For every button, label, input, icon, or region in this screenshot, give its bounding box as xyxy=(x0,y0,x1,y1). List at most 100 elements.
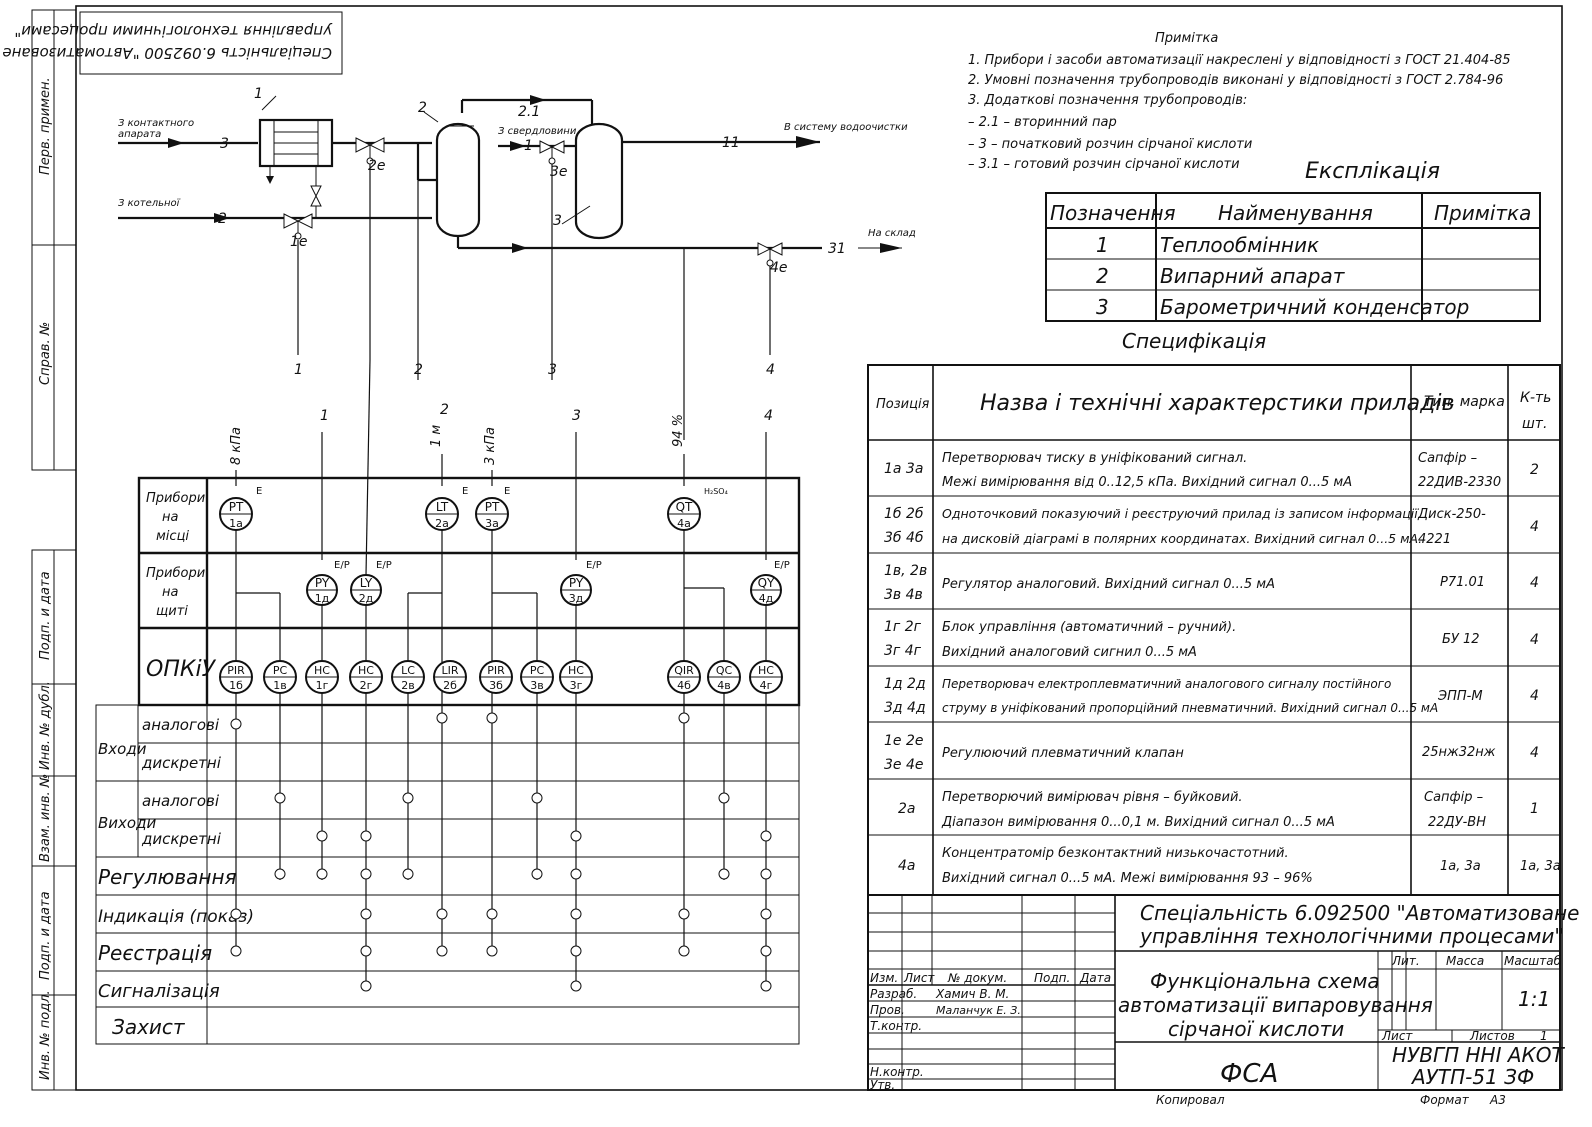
row-label-panel: на xyxy=(162,585,178,600)
dst-water: В систему водоочистки xyxy=(784,122,908,133)
function-table: Входи Виходи аналогові дискретні аналого… xyxy=(95,704,800,1045)
instrument-mark: E/P xyxy=(586,560,602,571)
instrument-tag: QC xyxy=(716,664,733,677)
notes-line-3: 3. Додаткові позначення трубопроводів: xyxy=(968,93,1247,108)
spec-type: 25нж32нж xyxy=(1422,745,1496,760)
side-stamp-sprav: Справ. № xyxy=(38,322,53,385)
specification-title: Специфікація xyxy=(1122,329,1266,353)
spec-pos: 1б 2б xyxy=(884,506,924,522)
instrument-pos: 3д xyxy=(569,592,584,605)
instrument-mark: E/P xyxy=(774,560,790,571)
instrument-pos: 3а xyxy=(485,517,499,530)
instrument-mark: E/P xyxy=(376,560,392,571)
explication-row-name: Випарний апарат xyxy=(1160,264,1346,288)
instrument-bubble-qt-4a: QT 4а H₂SO₄ xyxy=(667,487,728,531)
instrument-tag: LY xyxy=(360,576,373,590)
instrument-bubble-py-1d: PY 1д E/P xyxy=(306,560,350,606)
loop-number-bottom: 4 xyxy=(764,408,773,424)
instrument-mark: E xyxy=(462,486,468,497)
spec-desc: Регулюючий плевматичний клапан xyxy=(942,746,1184,761)
instrument-pos: 2б xyxy=(443,679,457,692)
src-contact-2: апарата xyxy=(118,129,161,140)
instrument-tag: HC xyxy=(758,664,774,677)
instrument-tag: HC xyxy=(314,664,330,677)
loop-number-top: 4 xyxy=(766,362,775,378)
valve-label-2e: 2е xyxy=(368,158,386,174)
tb-sheets: 1 xyxy=(1540,1029,1548,1043)
valve-label-1e: 1е xyxy=(290,234,308,250)
tb-label-lit: Лит. xyxy=(1391,954,1420,968)
src-boiler: З котельної xyxy=(118,198,181,209)
tb-label-izm: Изм. xyxy=(870,971,898,985)
instrument-tag: QT xyxy=(676,500,693,514)
src-contact-1: З контактного xyxy=(118,118,194,129)
tb-label-massa: Масса xyxy=(1446,954,1484,968)
line-label-21: 2.1 xyxy=(518,104,540,120)
instrument-pos: 4б xyxy=(677,679,691,692)
spec-type: Р71.01 xyxy=(1440,575,1485,590)
instrument-tag: PY xyxy=(315,576,330,590)
spec-qty: 1а, 3а xyxy=(1520,859,1561,874)
valve-label-4e: 4е xyxy=(770,260,788,276)
control-valve-1e xyxy=(283,213,313,240)
notes-line-5: – 3 – початковий розчин сірчаної кислоти xyxy=(968,137,1252,152)
instrument-bubble-hc-1g: HC 1г xyxy=(305,660,339,694)
spec-pos: 1д 2д xyxy=(884,676,926,692)
spec-pos: 4а xyxy=(898,858,916,874)
instrument-tag: PY xyxy=(569,576,584,590)
explication-header-name: Найменування xyxy=(1218,201,1373,225)
instrument-bubble-pt-1a: PT 1а E xyxy=(219,486,262,531)
explication-row-id: 2 xyxy=(1096,264,1109,288)
value-level: 1 м xyxy=(429,425,444,447)
instrument-tag: PIR xyxy=(227,664,245,677)
line-label-11: 11 xyxy=(722,135,740,151)
instrument-tag: LC xyxy=(401,664,415,677)
loop-number-bottom: 2 xyxy=(440,402,449,418)
dst-store: На склад xyxy=(868,228,916,239)
row-label-panel: Прибори xyxy=(146,566,205,581)
control-valve-4e xyxy=(757,242,783,267)
spec-pos: 3в 4в xyxy=(884,587,923,603)
spec-pos: 3г 4г xyxy=(884,643,922,659)
instrument-pos: 2а xyxy=(435,517,449,530)
spec-type: 1а, 3а xyxy=(1440,859,1481,874)
control-valve-3e xyxy=(539,140,565,165)
explication-header-note: Примітка xyxy=(1434,201,1531,225)
explication-row-id: 3 xyxy=(1096,295,1109,319)
spec-desc: струму в уніфікований пропорційний пневм… xyxy=(942,701,1438,715)
barometric-condenser xyxy=(574,122,624,240)
spec-pos: 1а 3а xyxy=(884,461,923,477)
row-label-opk: ОПКіУ xyxy=(146,657,217,682)
tb-org-2: АУТП-51 ЗФ xyxy=(1410,1065,1534,1089)
instrument-pos: 1а xyxy=(229,517,243,530)
title-block: Спеціальність 6.092500 "Автоматизоване у… xyxy=(867,894,1579,1107)
row-label-field: Прибори xyxy=(146,491,205,506)
function-dots xyxy=(230,712,772,992)
spec-desc: Перетворючий вимірювач рівня – буйковий. xyxy=(942,790,1243,805)
tb-drawing-name-1: Функціональна схема xyxy=(1150,969,1380,993)
spec-qty: 2 xyxy=(1530,462,1539,478)
equipment-label-2: 2 xyxy=(418,100,427,116)
tb-label-listov: Листов xyxy=(1469,1029,1515,1043)
value-pressure-1: 8 кПа xyxy=(229,427,244,465)
instrument-bubble-lt-2a: LT 2а E xyxy=(425,486,468,531)
notes-line-4: – 2.1 – вторинний пар xyxy=(968,115,1117,130)
value-pressure-3: 3 кПа xyxy=(483,427,498,465)
instrument-pos: 1д xyxy=(315,592,330,605)
notes-line-6: – 3.1 – готовий розчин сірчаної кислоти xyxy=(968,157,1240,172)
explication-row-name: Теплообмінник xyxy=(1160,233,1319,257)
instrument-mark: E/P xyxy=(334,560,350,571)
instrument-bubble-qy-4d: QY 4д E/P xyxy=(750,560,790,606)
tb-label-kopir: Копировал xyxy=(1156,1093,1225,1107)
spec-desc: Регулятор аналоговий. Вихідний сигнал 0.… xyxy=(942,577,1275,592)
instrument-pos: 1г xyxy=(316,679,329,692)
loop-number-bottom: 3 xyxy=(572,408,581,424)
tb-label-ndoc: № докум. xyxy=(947,971,1007,985)
tb-specialty-line2: управління технологічними процесами" xyxy=(1139,924,1564,948)
